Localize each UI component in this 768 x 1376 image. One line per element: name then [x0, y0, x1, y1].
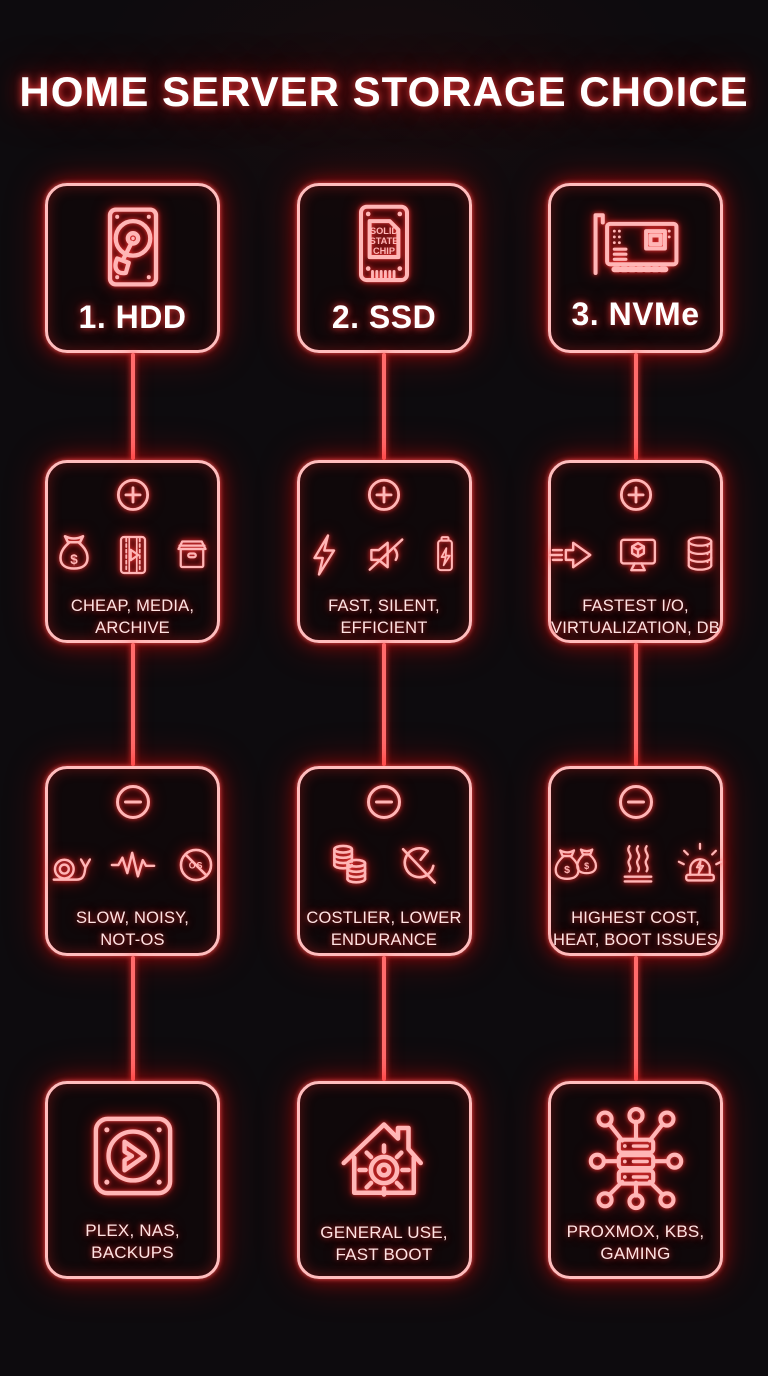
- ssd-cons-box: COSTLIER, LOWER ENDURANCE: [296, 766, 472, 956]
- column-ssd: SOLID STATE CHIP 2. SSD: [296, 183, 472, 1279]
- hdd-pros-box: $ CHEAP, ME: [45, 460, 220, 643]
- svg-text:$: $: [584, 861, 589, 871]
- alarm-icon: [677, 842, 722, 882]
- ssd-use-box: GENERAL USE, FAST BOOT: [296, 1081, 472, 1279]
- film-reel-icon: [119, 535, 146, 575]
- database-icon: [687, 536, 712, 571]
- connector: [382, 353, 386, 460]
- mute-speaker-icon: [368, 538, 404, 571]
- connector: [130, 956, 135, 1081]
- battery-bolt-icon: [437, 536, 453, 572]
- nvme-label: 3. NVMe: [571, 295, 700, 332]
- no-os-icon: OS: [179, 848, 212, 882]
- connector: [130, 353, 135, 460]
- ssd-type-box: SOLID STATE CHIP 2. SSD: [296, 183, 472, 353]
- minus-icon: [367, 785, 401, 819]
- low-endurance-icon: [401, 846, 436, 884]
- nvme-type-box: 3. NVMe: [548, 183, 723, 353]
- nvme-cons-text: HIGHEST COST, HEAT, BOOT ISSUES: [552, 909, 719, 949]
- connector: [382, 956, 386, 1081]
- snail-icon: [52, 858, 91, 881]
- nvme-pros-text: FASTEST I/O, VIRTUALIZATION, DB: [551, 597, 720, 638]
- nvme-card-icon: [593, 212, 678, 275]
- money-bags-icon: $ $: [554, 848, 597, 880]
- noise-wave-icon: [110, 851, 155, 878]
- svg-text:STATE: STATE: [370, 236, 399, 246]
- ssd-cons-icons: [323, 836, 446, 894]
- nvme-cons-icons: $ $: [546, 836, 726, 894]
- hdd-cons-icons: OS: [44, 836, 222, 894]
- hdd-use-box: PLEX, NAS, BACKUPS: [45, 1081, 220, 1279]
- coin-stacks-icon: [332, 844, 366, 884]
- hdd-pros-icons: $: [50, 528, 216, 583]
- vm-monitor-icon: [619, 538, 656, 572]
- hdd-type-box: 1. HDD: [45, 183, 220, 353]
- columns: 1. HDD $: [0, 183, 768, 1279]
- nvme-cons-box: $ $: [548, 766, 723, 956]
- ssd-chip-icon: SOLID STATE CHIP: [358, 204, 410, 282]
- ssd-label: 2. SSD: [331, 298, 437, 335]
- money-bag-icon: $: [58, 535, 89, 570]
- nvme-pros-box: FASTEST I/O, VIRTUALIZATION, DB: [548, 460, 723, 643]
- page-title: HOME SERVER STORAGE CHOICE: [19, 67, 749, 115]
- connector: [633, 353, 638, 460]
- archive-box-icon: [176, 540, 207, 569]
- hdd-drive-icon: [107, 206, 158, 287]
- column-nvme: 3. NVMe: [548, 183, 723, 1279]
- home-gear-icon: [341, 1121, 424, 1197]
- plus-icon: [116, 478, 149, 511]
- plus-icon: [619, 478, 652, 511]
- lightning-icon: [313, 534, 336, 576]
- ssd-pros-box: FAST, SILENT, EFFICIENT: [296, 460, 472, 643]
- svg-text:CHIP: CHIP: [373, 246, 395, 256]
- ssd-pros-text: FAST, SILENT, EFFICIENT: [328, 597, 440, 638]
- hdd-label: 1. HDD: [78, 298, 187, 335]
- hdd-cons-box: OS SLOW, NOISY, NOT-OS: [45, 766, 220, 956]
- nvme-use-box: PROXMOX, KBS, GAMING: [548, 1081, 723, 1279]
- svg-text:$: $: [564, 864, 570, 876]
- connector: [382, 643, 386, 766]
- hdd-pros-text: CHEAP, MEDIA, ARCHIVE: [70, 597, 195, 638]
- svg-text:SOLID: SOLID: [370, 226, 398, 236]
- hdd-use-text: PLEX, NAS, BACKUPS: [85, 1220, 180, 1262]
- plus-icon: [367, 478, 401, 511]
- speed-arrow-icon: [548, 541, 591, 569]
- plex-icon: [93, 1116, 172, 1195]
- minus-icon: [618, 785, 653, 819]
- connector: [633, 643, 638, 766]
- header: HOME SERVER STORAGE CHOICE: [0, 0, 768, 183]
- connector: [633, 956, 638, 1081]
- ssd-cons-text: COSTLIER, LOWER ENDURANCE: [306, 909, 462, 949]
- nvme-pros-icons: [548, 528, 724, 583]
- hdd-cons-text: SLOW, NOISY, NOT-OS: [75, 909, 190, 949]
- connector: [130, 643, 135, 766]
- svg-text:$: $: [70, 552, 78, 567]
- nvme-use-text: PROXMOX, KBS, GAMING: [566, 1221, 705, 1263]
- minus-icon: [115, 785, 150, 819]
- heat-icon: [623, 845, 652, 883]
- ssd-pros-icons: [301, 528, 467, 583]
- ssd-use-text: GENERAL USE, FAST BOOT: [320, 1222, 448, 1264]
- column-hdd: 1. HDD $: [45, 183, 220, 1279]
- server-cluster-icon: [588, 1106, 683, 1210]
